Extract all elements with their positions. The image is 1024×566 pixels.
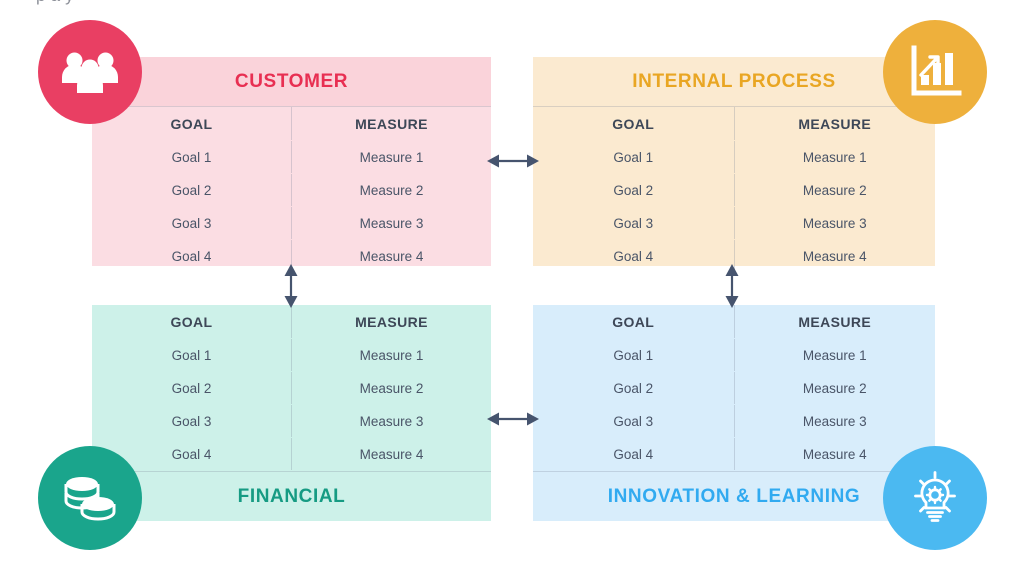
cell-goal: Goal 3 bbox=[533, 404, 734, 438]
table-row: Goal 4 Measure 4 bbox=[533, 239, 935, 273]
table-row: Goal 4 Measure 4 bbox=[92, 239, 491, 273]
cell-measure: Measure 1 bbox=[733, 338, 935, 372]
cut-off-heading-text: p a y bbox=[36, 0, 456, 6]
cell-goal: Goal 1 bbox=[92, 338, 292, 372]
quadrant-innovation-learning-title: INNOVATION & LEARNING bbox=[533, 471, 935, 521]
cell-goal: Goal 1 bbox=[533, 338, 734, 372]
cell-measure: Measure 3 bbox=[291, 206, 491, 240]
lightbulb-gear-idea-icon bbox=[914, 471, 956, 522]
table-row: Goal 2 Measure 2 bbox=[533, 371, 935, 405]
cell-measure: Measure 1 bbox=[291, 140, 491, 174]
table-row: Goal 4 Measure 4 bbox=[92, 437, 491, 471]
table-row: Goal 1 Measure 1 bbox=[533, 140, 935, 174]
quadrant-financial-title: FINANCIAL bbox=[92, 471, 491, 521]
quadrant-innovation-learning-icon-circle bbox=[883, 446, 987, 550]
cell-measure: Measure 4 bbox=[291, 437, 491, 471]
table-row: Goal 2 Measure 2 bbox=[533, 173, 935, 207]
people-group-icon bbox=[62, 52, 118, 93]
column-header-goal: GOAL bbox=[92, 106, 292, 141]
cell-goal: Goal 1 bbox=[533, 140, 734, 174]
table-row: Goal 3 Measure 3 bbox=[92, 404, 491, 438]
table-header-row: GOAL MEASURE bbox=[92, 106, 491, 141]
table-header-row: GOAL MEASURE bbox=[92, 305, 491, 339]
cell-measure: Measure 2 bbox=[291, 173, 491, 207]
quadrant-customer-title: CUSTOMER bbox=[92, 57, 491, 106]
table-row: Goal 3 Measure 3 bbox=[533, 404, 935, 438]
quadrant-financial-icon-circle bbox=[38, 446, 142, 550]
cell-goal: Goal 2 bbox=[92, 173, 292, 207]
quadrant-innovation-learning-table: GOAL MEASURE Goal 1 Measure 1 Goal 2 Mea… bbox=[533, 305, 935, 471]
cell-measure: Measure 2 bbox=[733, 173, 935, 207]
cell-goal: Goal 3 bbox=[533, 206, 734, 240]
table-row: Goal 2 Measure 2 bbox=[92, 371, 491, 405]
quadrant-innovation-learning: GOAL MEASURE Goal 1 Measure 1 Goal 2 Mea… bbox=[533, 305, 935, 521]
coins-stack-icon bbox=[64, 477, 116, 521]
quadrant-financial-table: GOAL MEASURE Goal 1 Measure 1 Goal 2 Mea… bbox=[92, 305, 491, 471]
cell-goal: Goal 3 bbox=[92, 404, 292, 438]
connector-customer-internal bbox=[487, 154, 539, 168]
column-header-measure: MEASURE bbox=[733, 305, 935, 339]
table-row: Goal 1 Measure 1 bbox=[92, 338, 491, 372]
table-row: Goal 2 Measure 2 bbox=[92, 173, 491, 207]
table-row: Goal 1 Measure 1 bbox=[533, 338, 935, 372]
connector-financial-innovation bbox=[487, 412, 539, 426]
cell-goal: Goal 1 bbox=[92, 140, 292, 174]
table-header-row: GOAL MEASURE bbox=[533, 305, 935, 339]
cell-measure: Measure 4 bbox=[733, 239, 935, 273]
cell-goal: Goal 4 bbox=[92, 239, 292, 273]
column-header-measure: MEASURE bbox=[291, 106, 491, 141]
cell-goal: Goal 4 bbox=[533, 239, 734, 273]
quadrant-financial: GOAL MEASURE Goal 1 Measure 1 Goal 2 Mea… bbox=[92, 305, 491, 521]
quadrant-customer: CUSTOMER GOAL MEASURE Goal 1 Measure 1 G… bbox=[92, 57, 491, 273]
column-header-measure: MEASURE bbox=[291, 305, 491, 339]
cell-measure: Measure 3 bbox=[733, 206, 935, 240]
cell-goal: Goal 2 bbox=[533, 371, 734, 405]
quadrant-internal-process-icon-circle bbox=[883, 20, 987, 124]
table-row: Goal 4 Measure 4 bbox=[533, 437, 935, 471]
cell-measure: Measure 2 bbox=[291, 371, 491, 405]
cell-measure: Measure 4 bbox=[291, 239, 491, 273]
cell-measure: Measure 3 bbox=[291, 404, 491, 438]
quadrant-internal-process: INTERNAL PROCESS GOAL MEASURE Goal 1 Mea… bbox=[533, 57, 935, 273]
cell-measure: Measure 2 bbox=[733, 371, 935, 405]
connector-internal-innovation bbox=[725, 264, 739, 308]
quadrant-internal-process-title: INTERNAL PROCESS bbox=[533, 57, 935, 106]
cell-measure: Measure 1 bbox=[291, 338, 491, 372]
bar-chart-growth-icon bbox=[911, 45, 962, 96]
table-row: Goal 3 Measure 3 bbox=[92, 206, 491, 240]
connector-customer-financial bbox=[284, 264, 298, 308]
cell-measure: Measure 1 bbox=[733, 140, 935, 174]
column-header-goal: GOAL bbox=[170, 313, 213, 330]
column-header-goal: GOAL bbox=[612, 313, 655, 330]
table-row: Goal 1 Measure 1 bbox=[92, 140, 491, 174]
quadrant-customer-table: GOAL MEASURE Goal 1 Measure 1 Goal 2 Mea… bbox=[92, 106, 491, 273]
table-header-row: GOAL MEASURE bbox=[533, 106, 935, 141]
cell-measure: Measure 3 bbox=[733, 404, 935, 438]
cell-goal: Goal 4 bbox=[533, 437, 734, 471]
table-row: Goal 3 Measure 3 bbox=[533, 206, 935, 240]
cell-goal: Goal 3 bbox=[92, 206, 292, 240]
column-header-goal: GOAL bbox=[533, 106, 734, 141]
cell-goal: Goal 2 bbox=[92, 371, 292, 405]
quadrant-internal-process-table: GOAL MEASURE Goal 1 Measure 1 Goal 2 Mea… bbox=[533, 106, 935, 273]
cell-goal: Goal 2 bbox=[533, 173, 734, 207]
quadrant-customer-icon-circle bbox=[38, 20, 142, 124]
